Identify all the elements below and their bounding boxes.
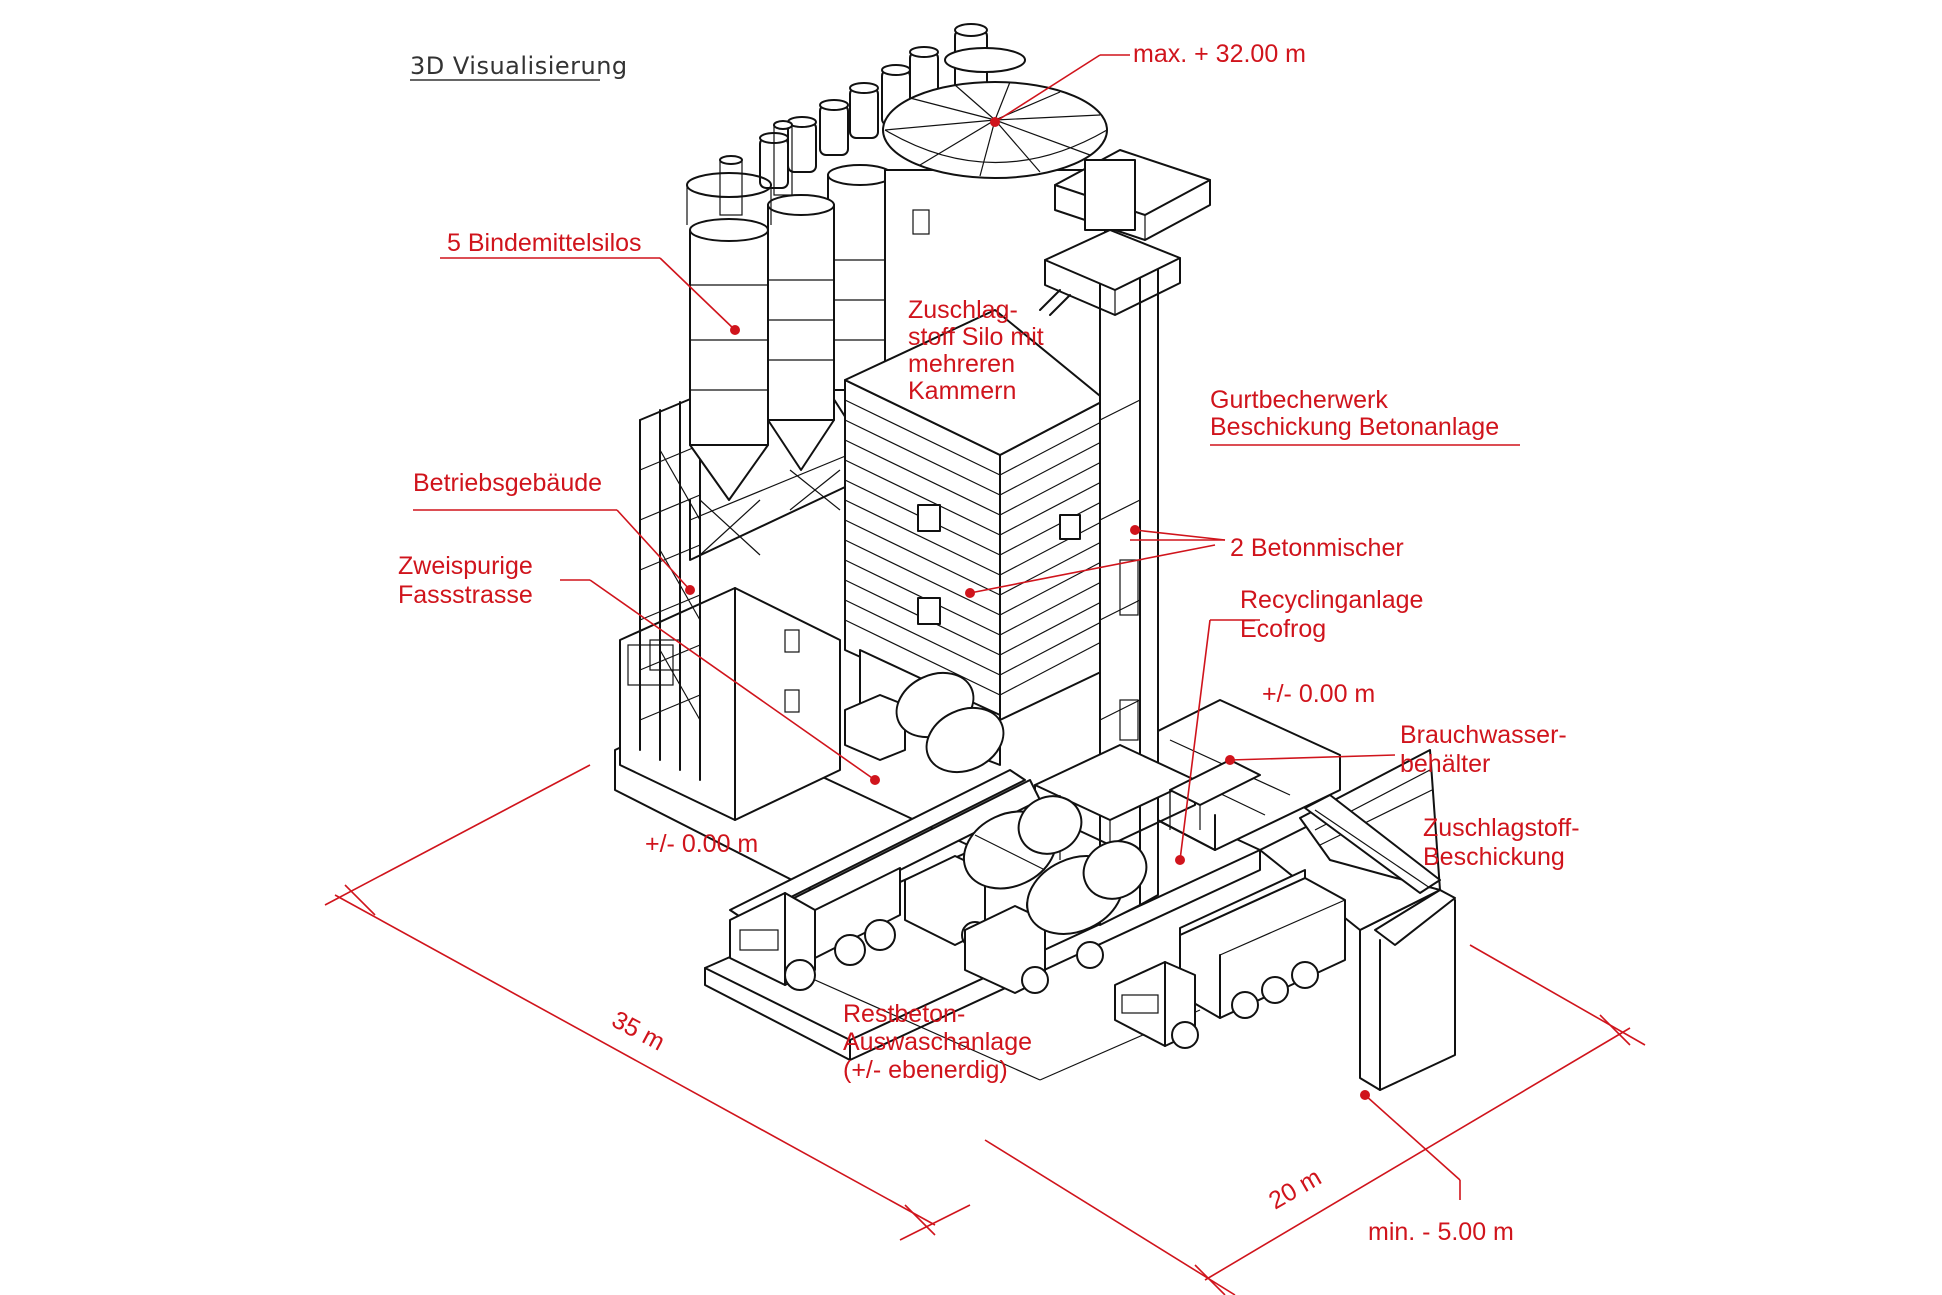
silo-3 (827, 164, 893, 441)
label-water-tank-1: Brauchwasser- (1400, 721, 1567, 749)
label-level-right: +/- 0.00 m (1262, 680, 1375, 708)
label-washout-2: Auswaschanlage (843, 1028, 1032, 1056)
recycling-unit (1169, 759, 1261, 830)
label-lanes-1: Zweispurige (398, 552, 533, 580)
label-water-tank-2: behälter (1400, 750, 1490, 778)
label-washout-3: (+/- ebenerdig) (843, 1056, 1008, 1084)
label-binder-silos: 5 Bindemittelsilos (447, 229, 642, 257)
leader-lines (413, 54, 1461, 1200)
label-washout-1: Restbeton- (843, 1000, 965, 1028)
label-max-height: max. + 32.00 m (1133, 40, 1306, 68)
mixer-truck-2 (964, 840, 1148, 994)
dimension-length (324, 764, 971, 1241)
silo-1 (686, 155, 772, 501)
mixer-trucks-rear (844, 671, 1005, 774)
label-lanes-2: Fassstrasse (398, 581, 533, 609)
label-bucket-elevator-2: Beschickung Betonanlage (1210, 413, 1499, 441)
label-dim-length: 35 m (607, 1006, 669, 1057)
concrete-pump-truck (729, 769, 1041, 991)
operations-building (619, 394, 841, 821)
label-operations-building: Betriebsgebäude (413, 469, 602, 497)
label-recycling-2: Ecofrog (1240, 615, 1326, 643)
label-min-depth: min. - 5.00 m (1368, 1218, 1514, 1246)
dimension-width (984, 944, 1646, 1295)
label-aggregate-silo-3: mehreren (908, 350, 1015, 378)
label-aggregate-silo-2: stoff Silo mit (908, 323, 1044, 351)
bucket-elevator (1034, 149, 1211, 926)
label-aggregate-silo-1: Zuschlag- (908, 296, 1018, 324)
binder-silos (686, 23, 1026, 561)
label-level-left: +/- 0.00 m (645, 830, 758, 858)
label-mixers: 2 Betonmischer (1230, 534, 1404, 562)
label-dim-width: 20 m (1264, 1163, 1326, 1215)
label-recycling-1: Recyclinganlage (1240, 586, 1423, 614)
label-bucket-elevator-1: Gurtbecherwerk (1210, 386, 1388, 414)
silo-support-frame (689, 439, 861, 561)
label-aggregate-feed-1: Zuschlagstoff- (1423, 814, 1580, 842)
tipper-truck (1114, 869, 1346, 1049)
diagram-title: 3D Visualisierung (410, 52, 628, 80)
silo-back-1 (944, 23, 1026, 91)
label-aggregate-silo-4: Kammern (908, 377, 1016, 405)
aggregate-conveyor (1304, 794, 1456, 946)
label-aggregate-feed-2: Beschickung (1423, 843, 1565, 871)
silo-2 (767, 120, 835, 471)
silo-back-3 (819, 82, 879, 156)
